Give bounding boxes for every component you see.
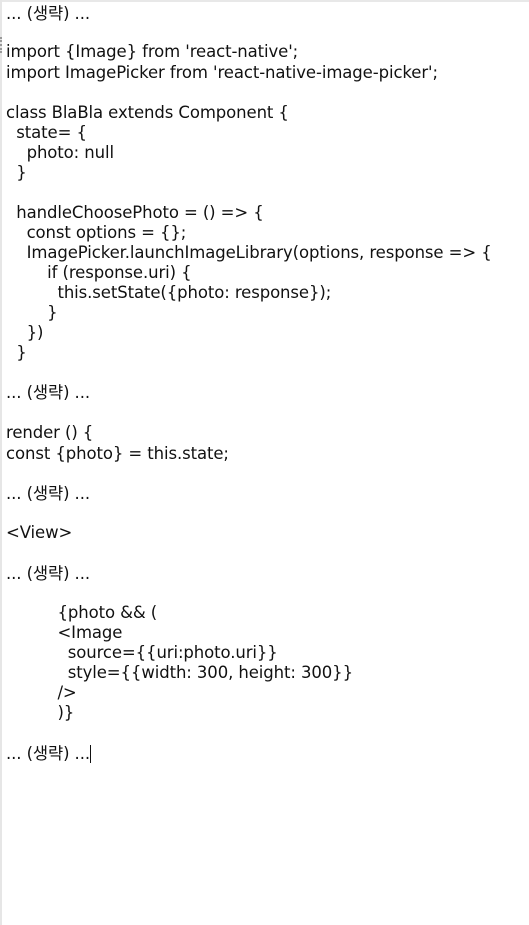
code-line: const {photo} = this.state;	[6, 444, 229, 463]
code-line: render () {	[6, 423, 94, 442]
code-line: import ImagePicker from 'react-native-im…	[6, 63, 438, 82]
code-line: })	[6, 323, 44, 342]
code-line: }	[6, 343, 27, 362]
code-line: handleChoosePhoto = () => {	[6, 203, 264, 222]
code-line: {photo && (	[6, 603, 158, 622]
code-line: ... (생략) ...	[6, 4, 90, 23]
top-border	[0, 0, 529, 2]
code-line: }	[6, 303, 58, 322]
left-margin-border	[0, 0, 2, 925]
line-marker-icon	[0, 37, 5, 53]
code-line: />	[6, 683, 77, 702]
code-line: }	[6, 163, 27, 182]
code-line: class BlaBla extends Component {	[6, 103, 289, 122]
code-line: import {Image} from 'react-native';	[6, 42, 299, 61]
code-line: ... (생략) ...	[6, 383, 90, 402]
code-line: state= {	[6, 123, 87, 142]
code-line: ... (생략) ...	[6, 484, 90, 503]
code-line: <View>	[6, 523, 73, 542]
code-line: const options = {};	[6, 223, 187, 242]
code-line: source={{uri:photo.uri}}	[6, 643, 278, 662]
text-caret	[90, 745, 91, 763]
code-line: <Image	[6, 623, 123, 642]
code-line: ... (생략) ...	[6, 564, 90, 583]
code-line: if (response.uri) {	[6, 263, 192, 282]
code-line: this.setState({photo: response});	[6, 283, 332, 302]
code-line: style={{width: 300, height: 300}}	[6, 663, 353, 682]
code-line-last: ... (생략) ...	[6, 744, 90, 763]
code-line: photo: null	[6, 143, 114, 162]
code-line: )}	[6, 703, 75, 722]
code-line: ImagePicker.launchImageLibrary(options, …	[6, 243, 492, 262]
